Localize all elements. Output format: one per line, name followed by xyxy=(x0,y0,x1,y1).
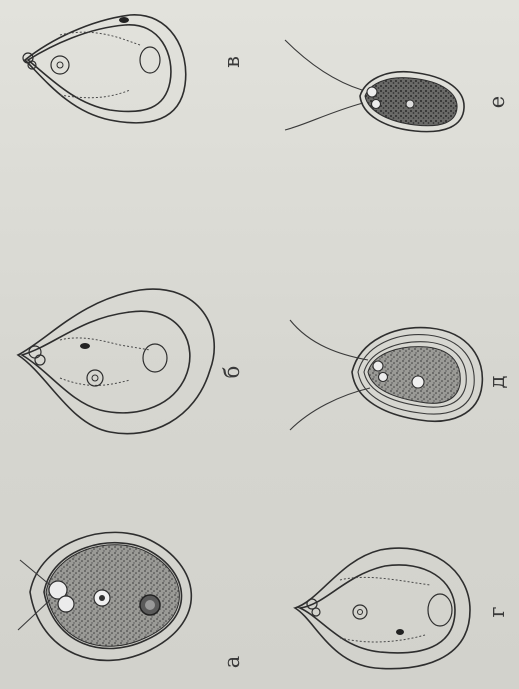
cell-e-flagella xyxy=(285,40,363,130)
panel-label-v: в xyxy=(220,50,244,74)
cell-v-inner-wall xyxy=(28,25,171,112)
panel-label-e: е xyxy=(485,90,509,114)
cell-g-vacuole xyxy=(428,594,452,626)
cell-g-stigma xyxy=(396,629,404,635)
cell-g-nucleus xyxy=(353,605,367,619)
cell-b-inner-wall xyxy=(22,311,190,413)
cell-b-vacuole xyxy=(143,344,167,372)
panel-label-b: б xyxy=(220,360,244,384)
cell-d-flagella xyxy=(290,320,370,430)
cell-b-nucleus xyxy=(87,370,103,386)
cell-b-stigma xyxy=(80,343,90,349)
panel-label-d: д xyxy=(485,370,509,394)
cell-v-nucleus xyxy=(51,56,69,74)
cell-v-stigma xyxy=(119,17,129,23)
cell-e xyxy=(285,40,464,132)
cell-v-vacuole xyxy=(140,47,160,73)
cell-a-vacuole-2 xyxy=(58,596,74,612)
cell-g xyxy=(295,548,470,669)
cell-a xyxy=(18,532,191,660)
cell-v xyxy=(23,15,186,123)
cell-v-outer-wall xyxy=(25,15,186,123)
cell-b xyxy=(18,289,214,434)
panel-label-g: г xyxy=(485,600,509,624)
cell-d-nucleus xyxy=(412,376,424,388)
panel-label-a: а xyxy=(220,650,244,674)
cell-d xyxy=(290,320,482,430)
